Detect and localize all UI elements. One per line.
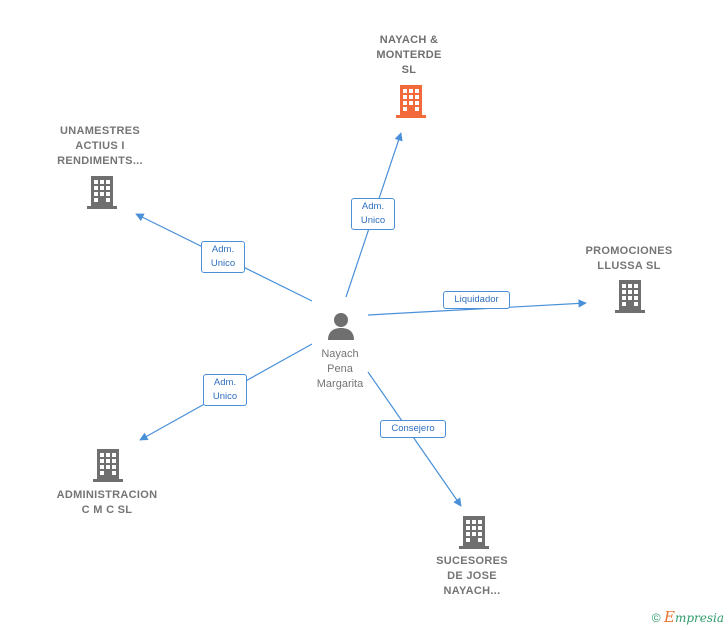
- company-name-line: C M C SL: [81, 504, 133, 516]
- building-icon[interactable]: [85, 174, 119, 210]
- relation-label-line: Adm.: [211, 244, 235, 255]
- edge-promociones-llussa: [367, 299, 587, 316]
- relation-label-line: Liquidador: [454, 294, 499, 305]
- relation-label-line: Unico: [210, 258, 236, 269]
- company-label-nayach-monterde[interactable]: NAYACH & MONTERDE SL: [348, 33, 470, 78]
- brand-rest: mpresia: [674, 611, 724, 625]
- company-name-line: SL: [401, 64, 417, 76]
- company-name-line: RENDIMENTS...: [57, 155, 143, 167]
- person-name-line: Nayach: [321, 348, 359, 360]
- company-label-promociones-llussa[interactable]: PROMOCIONES LLUSSA SL: [569, 244, 689, 274]
- company-name-line: NAYACH...: [443, 585, 501, 597]
- building-icon[interactable]: [457, 514, 491, 550]
- company-name-line: PROMOCIONES: [585, 245, 673, 257]
- relation-label-line: Consejero: [391, 423, 435, 434]
- building-icon[interactable]: [613, 278, 647, 314]
- relation-label-administracion-cmc[interactable]: Adm. Unico: [203, 374, 247, 406]
- company-name-line: ADMINISTRACION: [56, 489, 158, 501]
- relation-label-line: Adm.: [361, 201, 385, 212]
- company-name-line: ACTIUS I: [75, 140, 125, 152]
- relation-label-line: Unico: [212, 391, 238, 402]
- company-label-unamestres[interactable]: UNAMESTRES ACTIUS I RENDIMENTS...: [40, 124, 160, 169]
- person-name-line: Margarita: [316, 378, 364, 390]
- relation-label-line: Adm.: [213, 377, 237, 388]
- relation-label-nayach-monterde[interactable]: Adm. Unico: [351, 198, 395, 230]
- company-label-administracion-cmc[interactable]: ADMINISTRACION C M C SL: [42, 488, 172, 518]
- company-name-line: SUCESORES: [436, 555, 508, 567]
- brand-footer: © Empresia: [652, 608, 724, 626]
- company-name-line: MONTERDE: [376, 49, 442, 61]
- company-name-line: NAYACH &: [379, 34, 439, 46]
- relation-label-line: Unico: [360, 215, 386, 226]
- brand-initial: E: [663, 608, 675, 626]
- company-name-line: LLUSSA SL: [597, 260, 661, 272]
- building-icon[interactable]: [394, 83, 428, 119]
- person-icon[interactable]: [326, 311, 356, 341]
- company-name-line: DE JOSE: [447, 570, 497, 582]
- person-label[interactable]: Nayach Pena Margarita: [294, 347, 386, 392]
- edge-sucesores-jose-nayach: [367, 371, 462, 507]
- building-icon[interactable]: [91, 447, 125, 483]
- company-label-sucesores-jose-nayach[interactable]: SUCESORES DE JOSE NAYACH...: [412, 554, 532, 599]
- brand-logo: Empresia: [663, 608, 724, 626]
- copyright-symbol: ©: [651, 611, 661, 625]
- company-name-line: UNAMESTRES: [59, 125, 140, 137]
- relation-label-sucesores-jose-nayach[interactable]: Consejero: [380, 420, 446, 438]
- relation-label-unamestres[interactable]: Adm. Unico: [201, 241, 245, 273]
- relation-label-promociones-llussa[interactable]: Liquidador: [443, 291, 510, 309]
- person-name-line: Pena: [327, 363, 353, 375]
